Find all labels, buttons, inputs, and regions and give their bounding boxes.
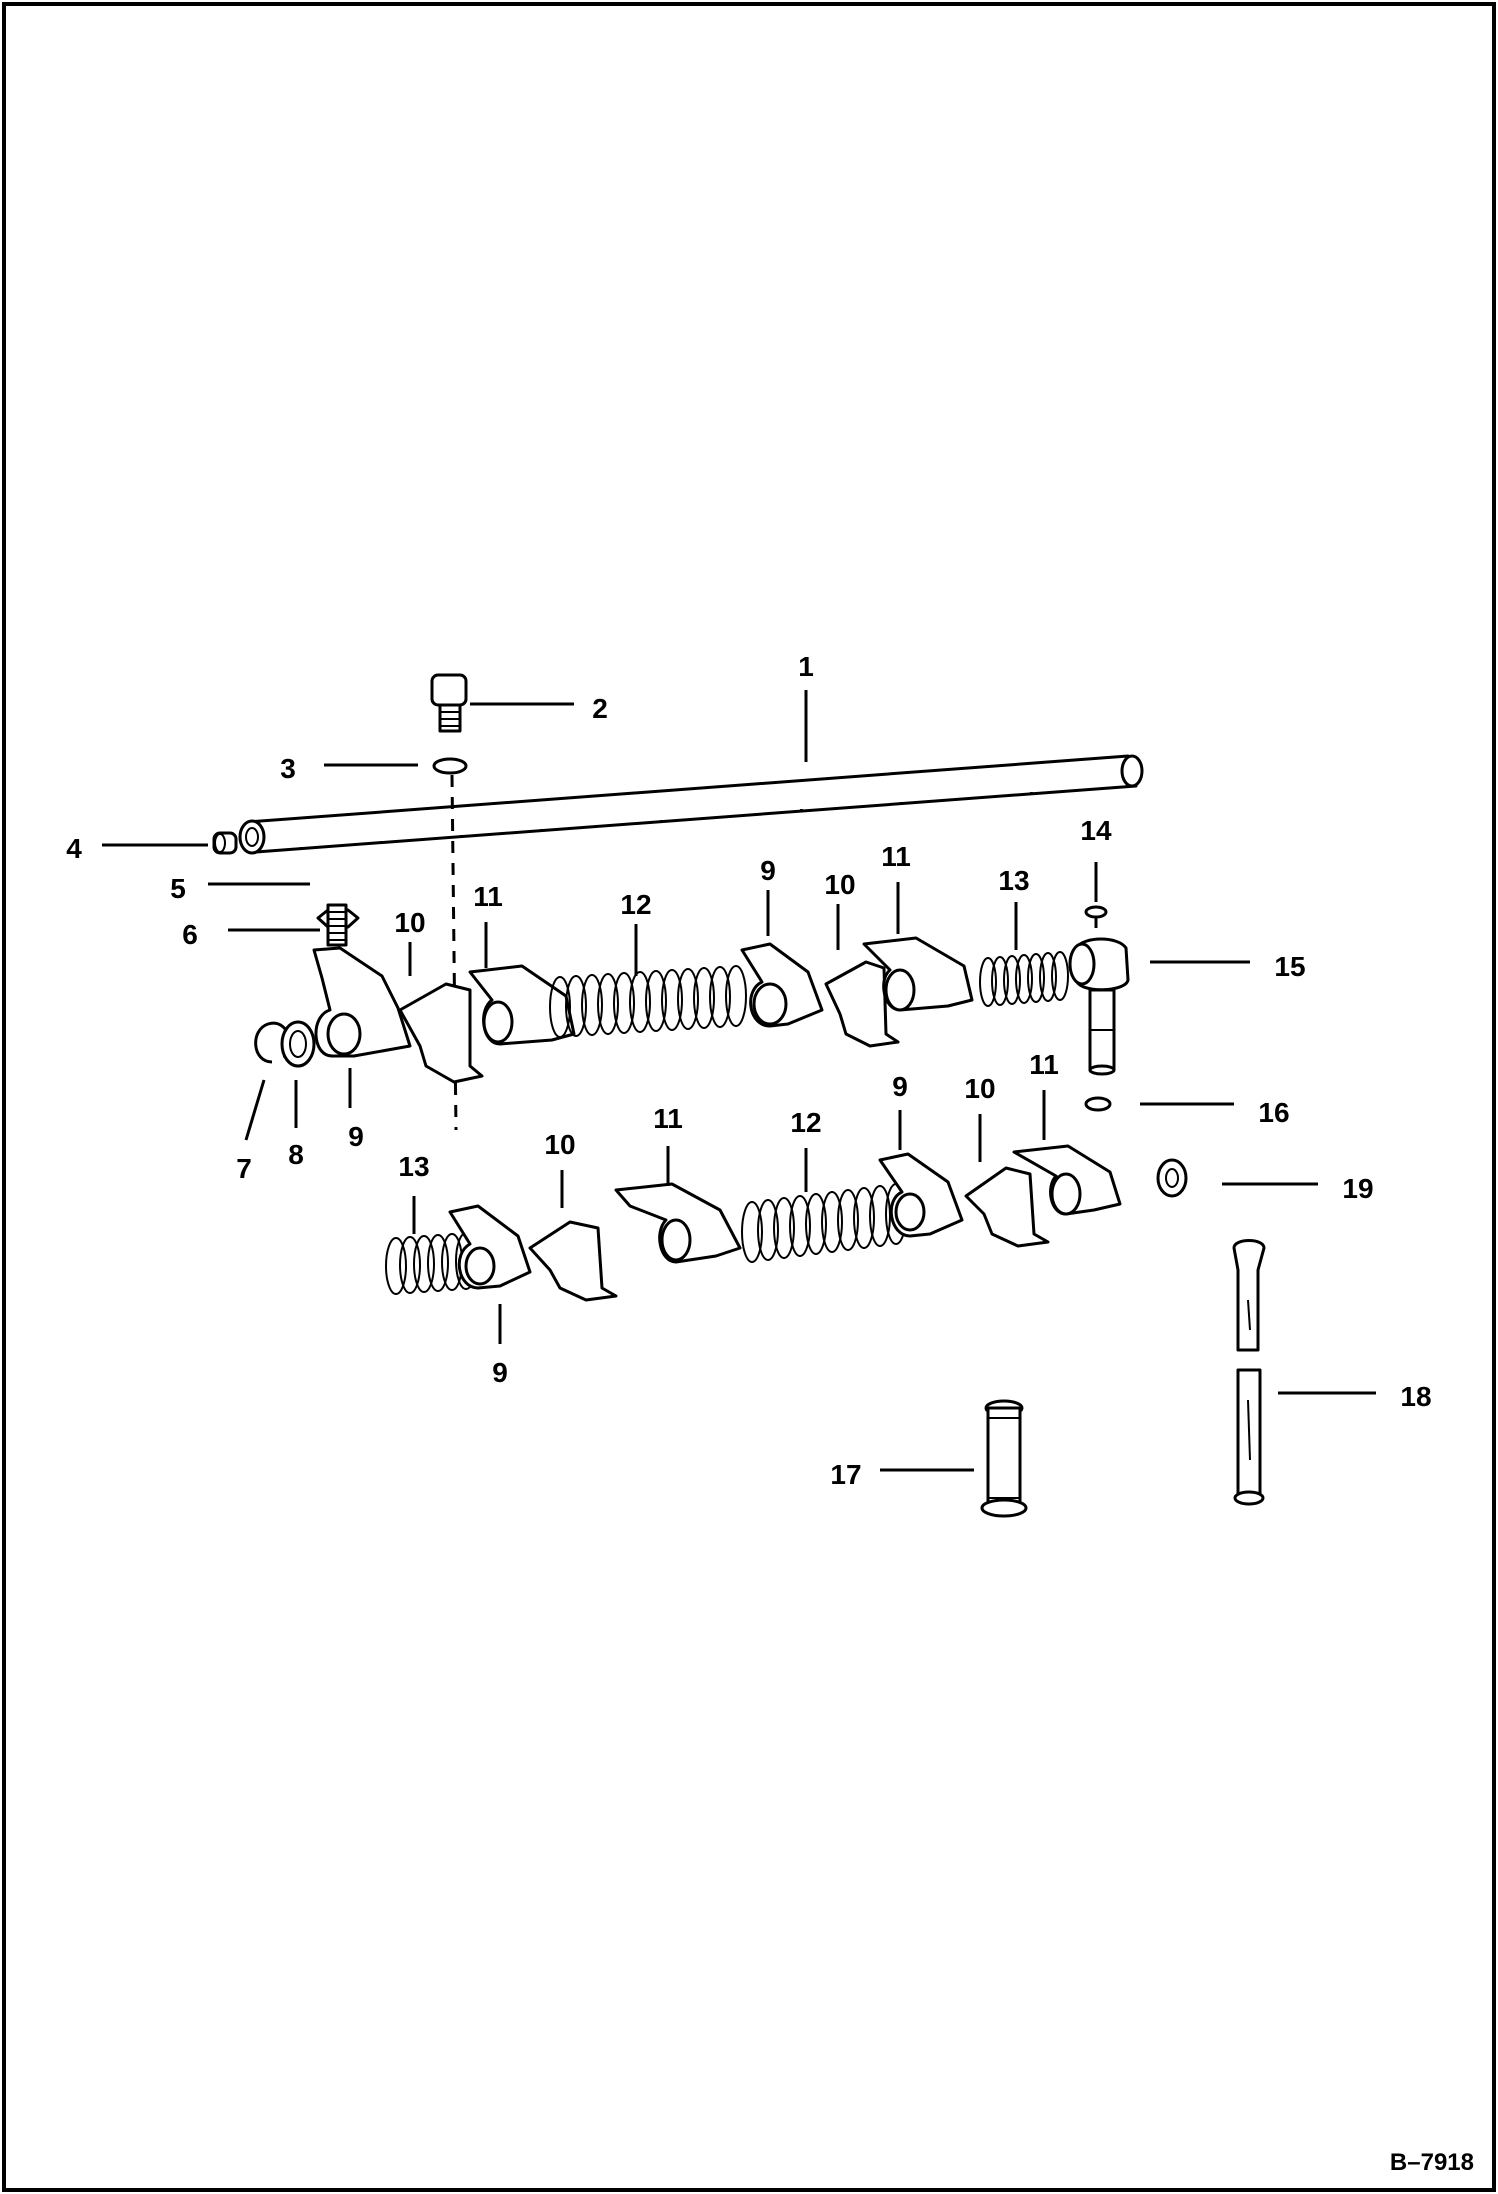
callout-11-lower-left: 11 bbox=[653, 1103, 683, 1134]
upper-rocker-assembly bbox=[312, 936, 1069, 1084]
callout-16: 16 bbox=[1258, 1097, 1289, 1128]
leader-lines bbox=[102, 690, 1376, 1472]
tappet-part bbox=[980, 1399, 1028, 1518]
callout-15: 15 bbox=[1274, 951, 1305, 982]
callout-11-lower-right: 11 bbox=[1029, 1049, 1059, 1080]
rocker-shaft-part bbox=[238, 754, 1144, 855]
callout-19: 19 bbox=[1342, 1173, 1373, 1204]
o-ring-part bbox=[1084, 1096, 1112, 1112]
small-screw-part bbox=[1084, 905, 1108, 928]
callout-3: 3 bbox=[280, 753, 296, 784]
adjusting-screw-part bbox=[326, 903, 348, 947]
callout-13-lower: 13 bbox=[398, 1151, 429, 1182]
shaft-support-part bbox=[1068, 937, 1130, 1076]
callout-9-lower-mid: 9 bbox=[892, 1071, 908, 1102]
callout-9-upper-mid: 9 bbox=[760, 855, 776, 886]
callout-12-upper: 12 bbox=[620, 889, 651, 920]
callout-10-lower-left: 10 bbox=[544, 1129, 575, 1160]
callout-2: 2 bbox=[592, 693, 608, 724]
callout-6: 6 bbox=[182, 919, 198, 950]
push-rod-part bbox=[1232, 1239, 1266, 1506]
callout-9-upper-left: 9 bbox=[348, 1121, 364, 1152]
thrust-washer-part bbox=[280, 1020, 316, 1068]
callout-10-lower-mid: 10 bbox=[964, 1073, 995, 1104]
callout-labels: 1 2 3 4 5 6 7 8 9 10 11 12 9 10 11 13 14… bbox=[66, 651, 1431, 1490]
end-washer-part bbox=[1156, 1158, 1188, 1198]
callout-5: 5 bbox=[170, 873, 186, 904]
callout-8: 8 bbox=[288, 1139, 304, 1170]
callout-14: 14 bbox=[1080, 815, 1112, 846]
figure-id: B–7918 bbox=[1390, 2149, 1474, 2176]
callout-18: 18 bbox=[1400, 1381, 1431, 1412]
callout-10-upper-mid: 10 bbox=[824, 869, 855, 900]
callout-11-upper-mid: 11 bbox=[881, 841, 911, 872]
callout-13-upper: 13 bbox=[998, 865, 1029, 896]
callout-10-upper-left: 10 bbox=[394, 907, 425, 938]
callout-4: 4 bbox=[66, 833, 82, 864]
callout-7: 7 bbox=[236, 1153, 252, 1184]
plug-part bbox=[212, 831, 238, 855]
callout-12-lower: 12 bbox=[790, 1107, 821, 1138]
bolt-part bbox=[430, 673, 468, 733]
callout-11-upper-left: 11 bbox=[473, 881, 503, 912]
callout-1: 1 bbox=[798, 651, 814, 682]
callout-17: 17 bbox=[830, 1459, 861, 1490]
washer-part bbox=[432, 757, 468, 775]
lower-rocker-assembly bbox=[385, 1144, 1122, 1302]
callout-9-lower-left: 9 bbox=[492, 1357, 508, 1388]
